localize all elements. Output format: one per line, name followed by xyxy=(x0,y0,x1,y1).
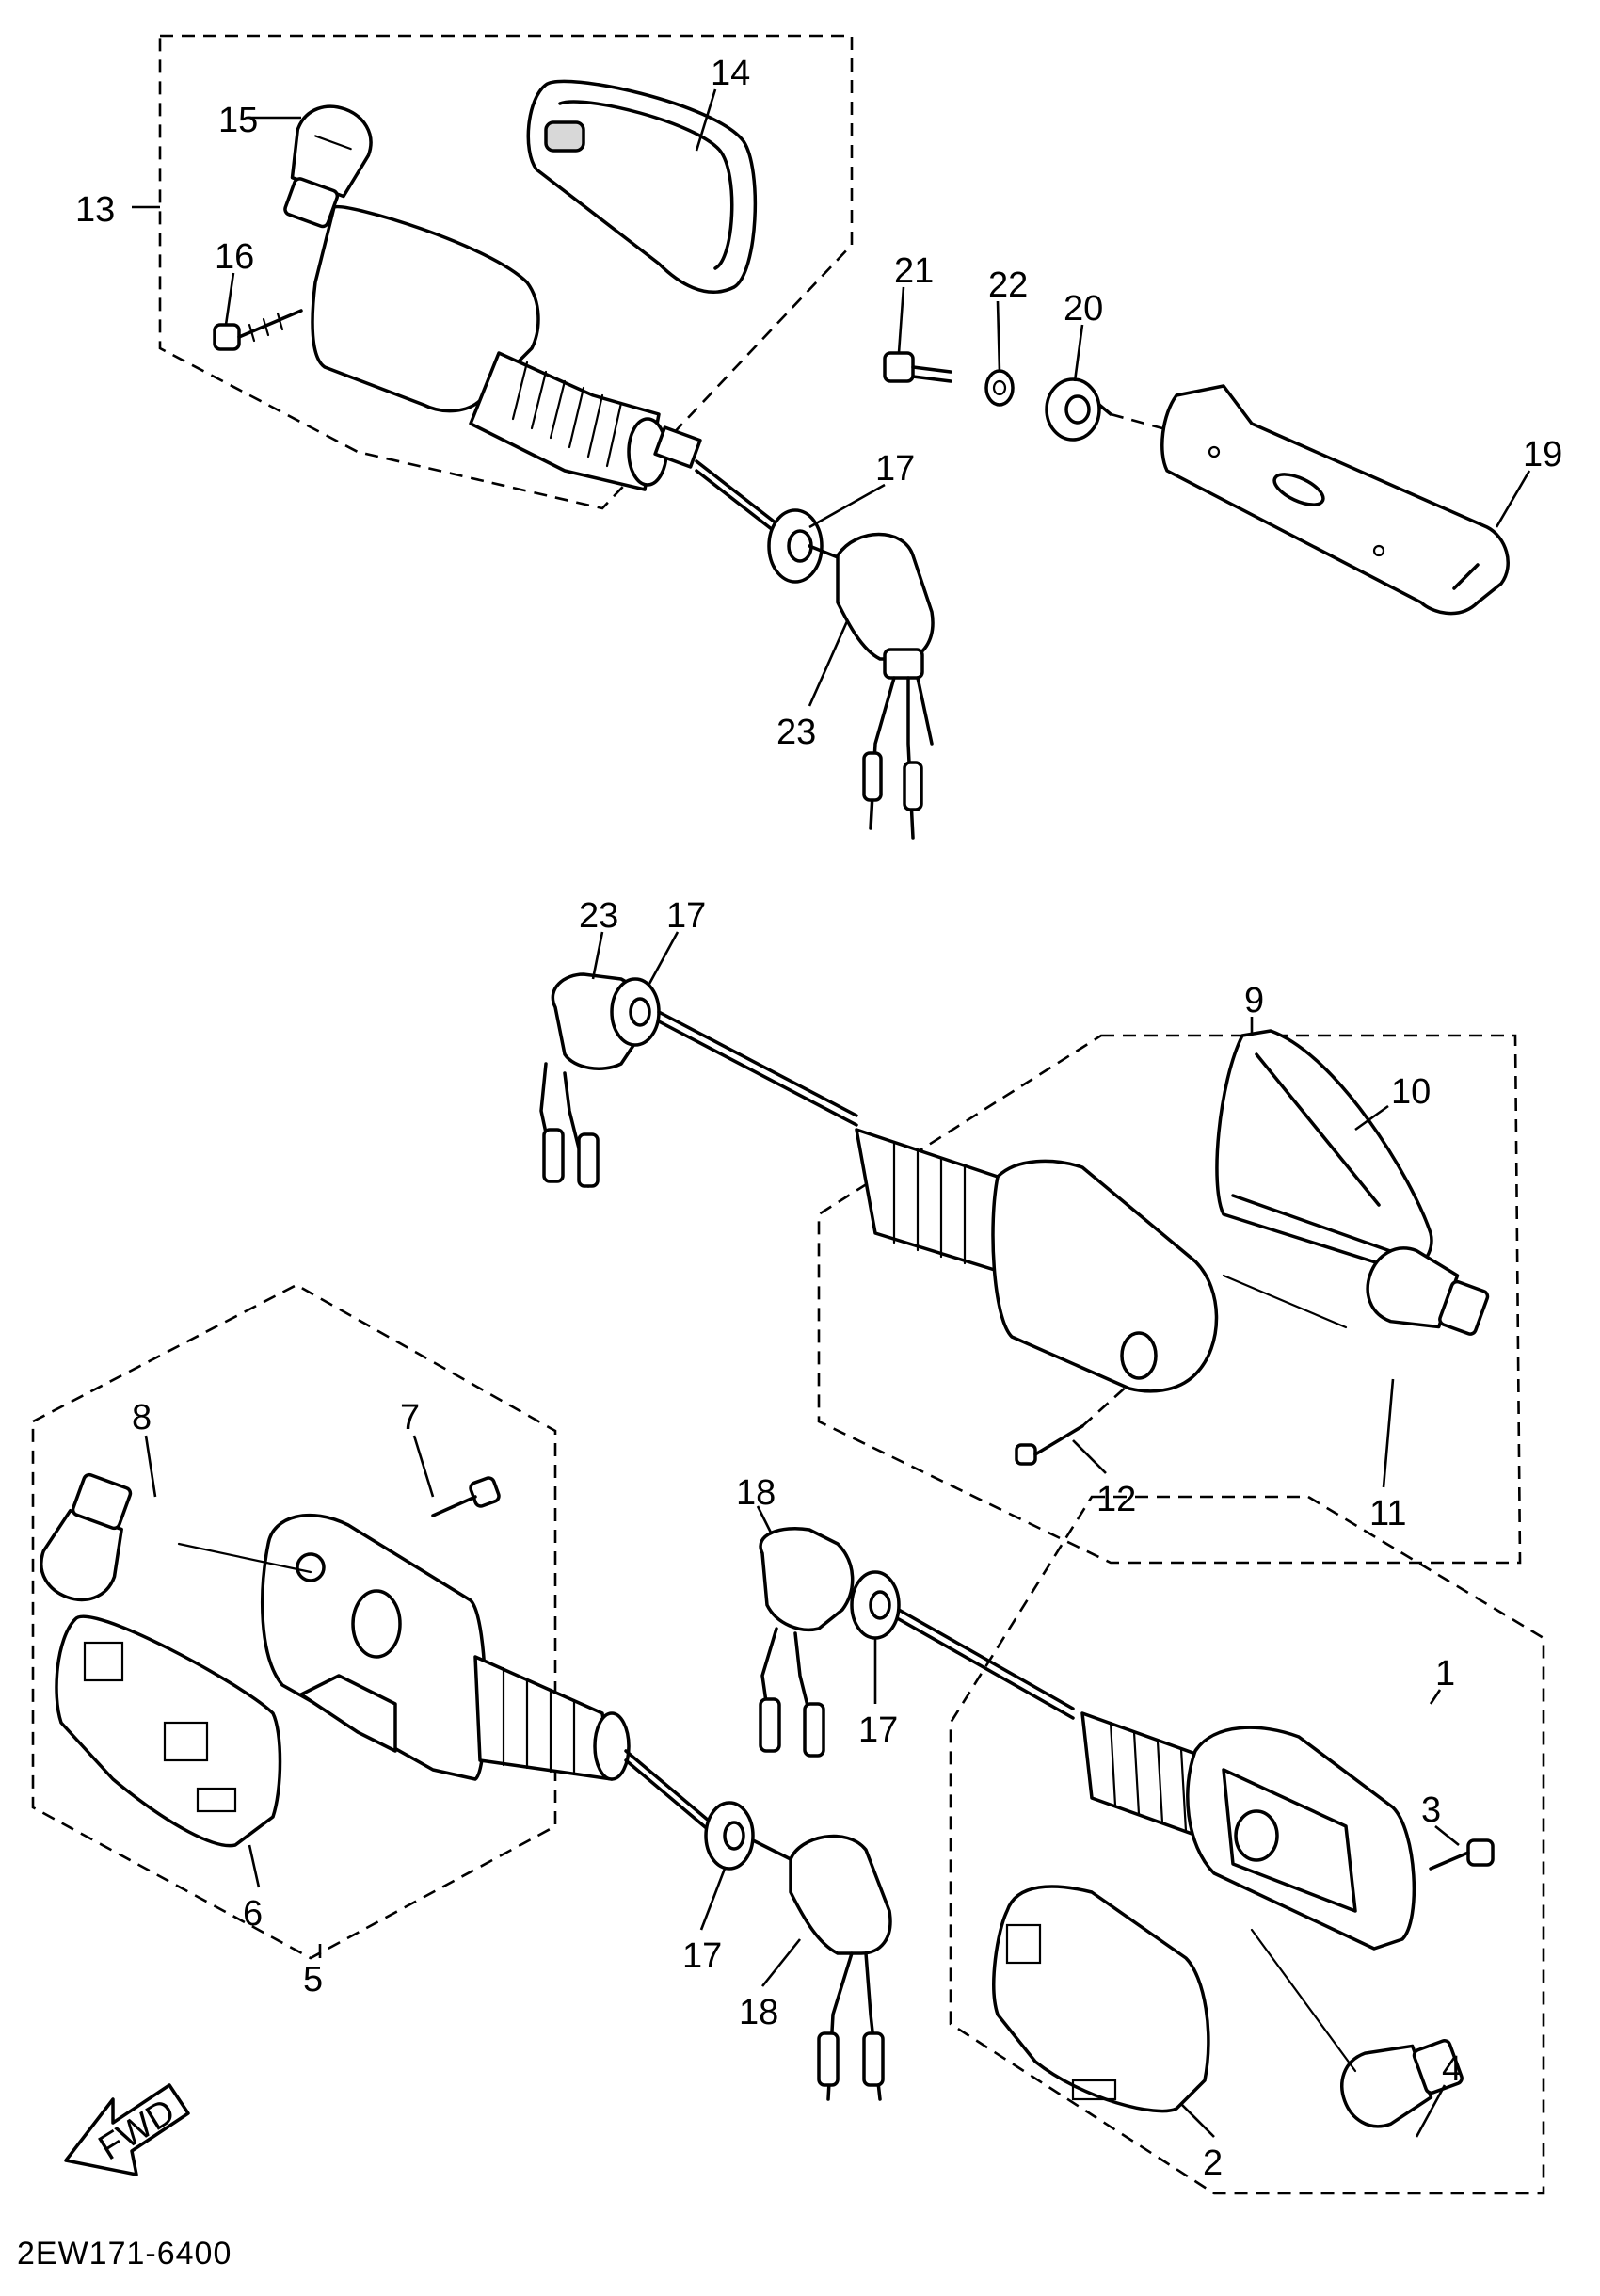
callout-10: 10 xyxy=(1391,1072,1431,1112)
callout-8: 8 xyxy=(132,1398,152,1437)
callout-2: 2 xyxy=(1203,2143,1223,2183)
screw-icon xyxy=(213,309,303,351)
grommet-icon xyxy=(767,508,824,584)
callout-17-mid: 17 xyxy=(666,896,706,936)
connector-icon xyxy=(789,1834,892,2101)
washer-icon xyxy=(984,369,1015,407)
callout-numbers: 15 13 14 16 21 22 20 19 17 23 23 17 9 10… xyxy=(75,54,1562,2183)
screw-icon xyxy=(431,1476,501,1517)
collar-icon xyxy=(1045,377,1112,442)
leader-lines xyxy=(132,88,1531,2138)
bulb-icon xyxy=(1340,2039,1464,2128)
turn-signal-housing xyxy=(311,204,702,491)
assembly-13 xyxy=(158,34,854,538)
screw-icon xyxy=(1015,1424,1084,1466)
callout-3: 3 xyxy=(1421,1790,1441,1830)
bulb-icon xyxy=(1366,1246,1490,1336)
callout-20: 20 xyxy=(1064,289,1103,329)
callout-22: 22 xyxy=(988,265,1028,305)
lens-icon xyxy=(55,1614,282,1848)
callout-9: 9 xyxy=(1244,981,1264,1020)
callout-4: 4 xyxy=(1442,2049,1462,2089)
connector-icon xyxy=(759,1527,855,1758)
assembly-1 xyxy=(759,1495,1545,2195)
fwd-arrow-icon: FWD xyxy=(64,2083,190,2176)
callout-13: 13 xyxy=(75,190,115,230)
callout-17-bottom: 17 xyxy=(682,1936,722,1976)
screw-icon xyxy=(1429,1838,1495,1871)
callout-12: 12 xyxy=(1096,1480,1136,1519)
callout-1: 1 xyxy=(1435,1654,1455,1694)
callout-6: 6 xyxy=(243,1894,263,1934)
callout-23-mid: 23 xyxy=(579,896,618,936)
lens-icon xyxy=(992,1885,1210,2113)
callout-5: 5 xyxy=(303,1960,323,1999)
assembly-5 xyxy=(31,1283,717,1960)
lens-icon xyxy=(1215,1029,1433,1273)
callout-18-mid: 18 xyxy=(736,1473,776,1513)
callout-14: 14 xyxy=(711,54,750,93)
callout-21: 21 xyxy=(894,251,934,291)
callout-17-top: 17 xyxy=(875,449,915,489)
grommet-icon xyxy=(704,1801,755,1871)
grommet-icon xyxy=(610,977,661,1047)
grommet-icon xyxy=(850,1570,901,1640)
callout-15: 15 xyxy=(218,101,258,140)
callout-18-bottom: 18 xyxy=(739,1993,778,2032)
callout-7: 7 xyxy=(400,1398,420,1437)
bracket-icon xyxy=(1160,384,1510,616)
diagram-code: 2EW171-6400 xyxy=(17,2236,232,2272)
callout-17-right: 17 xyxy=(858,1710,898,1750)
callout-19: 19 xyxy=(1523,435,1562,474)
callout-16: 16 xyxy=(215,237,254,277)
connector-icon xyxy=(836,532,935,840)
assembly-9 xyxy=(539,972,1522,1565)
callout-11: 11 xyxy=(1369,1494,1406,1533)
bolt-icon xyxy=(883,351,952,383)
callout-23-top: 23 xyxy=(776,713,816,752)
lens-icon xyxy=(526,79,758,294)
bulb-icon xyxy=(40,1472,133,1602)
